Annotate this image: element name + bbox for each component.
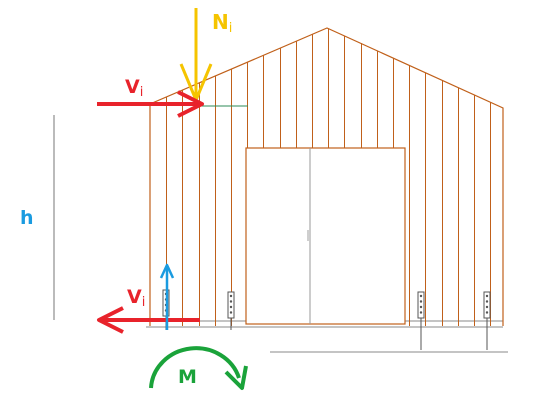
moment-label: M [178,366,197,388]
shear-bottom-subscript: i [141,295,146,310]
moment-arrow [149,346,248,390]
wall-outline [149,27,504,326]
shear-top-label: Vi [125,76,143,100]
shear-arrow-top [97,90,204,118]
shear-bottom-symbol: V [127,286,142,308]
normal-force-label: Ni [212,10,232,36]
vertical-reaction-arrow [159,263,175,330]
hold-down-anchor [417,291,425,350]
door-opening [245,147,406,325]
normal-force-symbol: N [212,10,229,34]
wall-studs [166,28,491,326]
shear-top-subscript: i [139,85,144,100]
door-frame [245,147,406,325]
hold-down-anchor [227,291,235,330]
shear-bottom-label: Vi [127,286,145,310]
shear-top-symbol: V [125,76,140,98]
shear-arrow-bottom [97,306,200,334]
normal-force-arrow [179,8,213,102]
height-label: h [20,207,34,229]
normal-force-subscript: i [228,21,233,36]
hold-down-anchor [483,291,491,350]
